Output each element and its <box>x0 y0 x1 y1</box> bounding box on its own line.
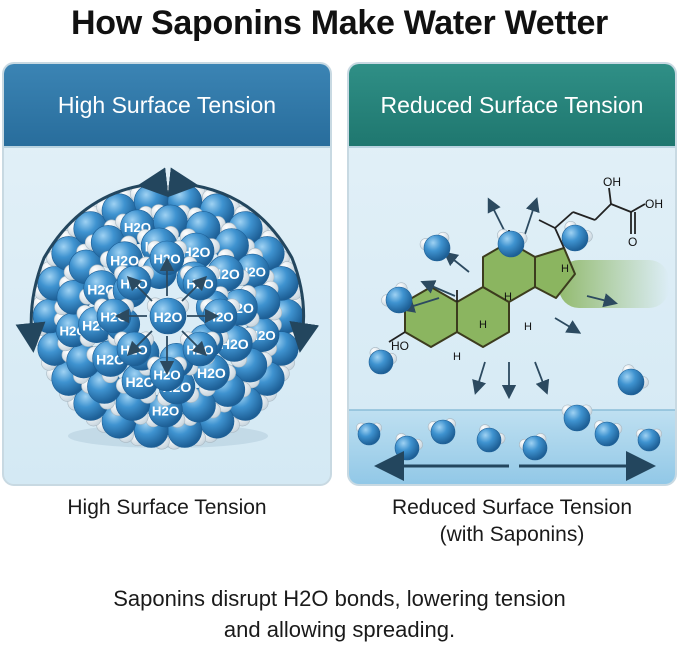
water-molecule <box>227 386 269 427</box>
h-label-5: H <box>453 351 461 363</box>
page-title: How Saponins Make Water Wetter <box>71 4 608 42</box>
footer-line-1: Saponins disrupt H2O bonds, lowering ten… <box>113 586 566 611</box>
free-water-molecules <box>355 220 663 461</box>
water-molecule <box>476 424 506 453</box>
water-molecule-labeled: H2O <box>146 297 190 335</box>
saponin-tail-glow <box>559 260 669 308</box>
tension-arcs <box>15 167 320 353</box>
water-molecule-cluster: H2OH2OH2OH2OH2OH2OH2OH2OH2OH2OH2OH2OH2OH… <box>32 182 304 450</box>
oh-acid-label: OH <box>645 197 663 211</box>
saponin-molecule <box>404 241 576 348</box>
dispersal-arrows <box>400 197 618 400</box>
water-molecule <box>427 418 456 445</box>
h2o-label: H2O <box>100 309 127 324</box>
water-molecule <box>46 361 87 402</box>
water-molecule <box>617 364 649 396</box>
reduced-tension-caption-line2: (with Saponins) <box>439 523 585 547</box>
saponin-bonds <box>388 187 646 343</box>
water-molecule <box>381 282 413 314</box>
water-droplet-cluster: H2OH2OH2OH2OH2OH2OH2OH2OH2OH2OH2OH2OH2OH… <box>15 167 320 450</box>
h-label-4: H <box>524 321 532 333</box>
water-molecule <box>519 433 548 461</box>
footer-line-2: and allowing spreading. <box>223 616 456 642</box>
water-molecule <box>368 347 397 375</box>
water-molecule <box>635 428 663 452</box>
water-molecule <box>355 422 383 446</box>
water-molecule-labeled: H2O <box>193 353 237 397</box>
reduced-tension-panel: Reduced Surface Tension <box>347 62 677 486</box>
water-molecule <box>199 403 240 443</box>
h2o-label: H2O <box>154 309 183 325</box>
saponin-scene: HO OH OH O H H H H H <box>349 175 675 484</box>
water-molecule <box>419 231 451 262</box>
reduced-tension-caption: Reduced Surface Tension (with Saponins) <box>347 494 677 549</box>
water-molecule <box>594 420 623 447</box>
h2o-label: H2O <box>206 309 233 324</box>
oh-top-label: OH <box>603 175 621 189</box>
h-label-2: H <box>504 291 512 303</box>
water-molecule <box>561 220 593 252</box>
water-molecule <box>561 404 593 432</box>
h2o-label: H2O <box>153 367 180 382</box>
h-label-3: H <box>479 319 487 331</box>
high-tension-caption: High Surface Tension <box>67 496 267 519</box>
h2o-label: H2O <box>96 351 125 367</box>
h2o-label: H2O <box>126 374 155 390</box>
water-molecule <box>130 413 170 450</box>
water-molecule <box>497 229 528 258</box>
h2o-label: H2O <box>197 365 226 381</box>
h-label-1: H <box>561 263 569 275</box>
h2o-label: H2O <box>152 403 179 418</box>
o-acid-label: O <box>628 235 637 249</box>
reduced-tension-caption-line1: Reduced Surface Tension <box>391 496 633 519</box>
ho-group-label: HO <box>391 339 409 353</box>
footer-note: Saponins disrupt H2O bonds, lowering ten… <box>0 584 679 646</box>
high-tension-header: High Surface Tension <box>4 64 330 148</box>
reduced-tension-header: Reduced Surface Tension <box>349 64 675 148</box>
